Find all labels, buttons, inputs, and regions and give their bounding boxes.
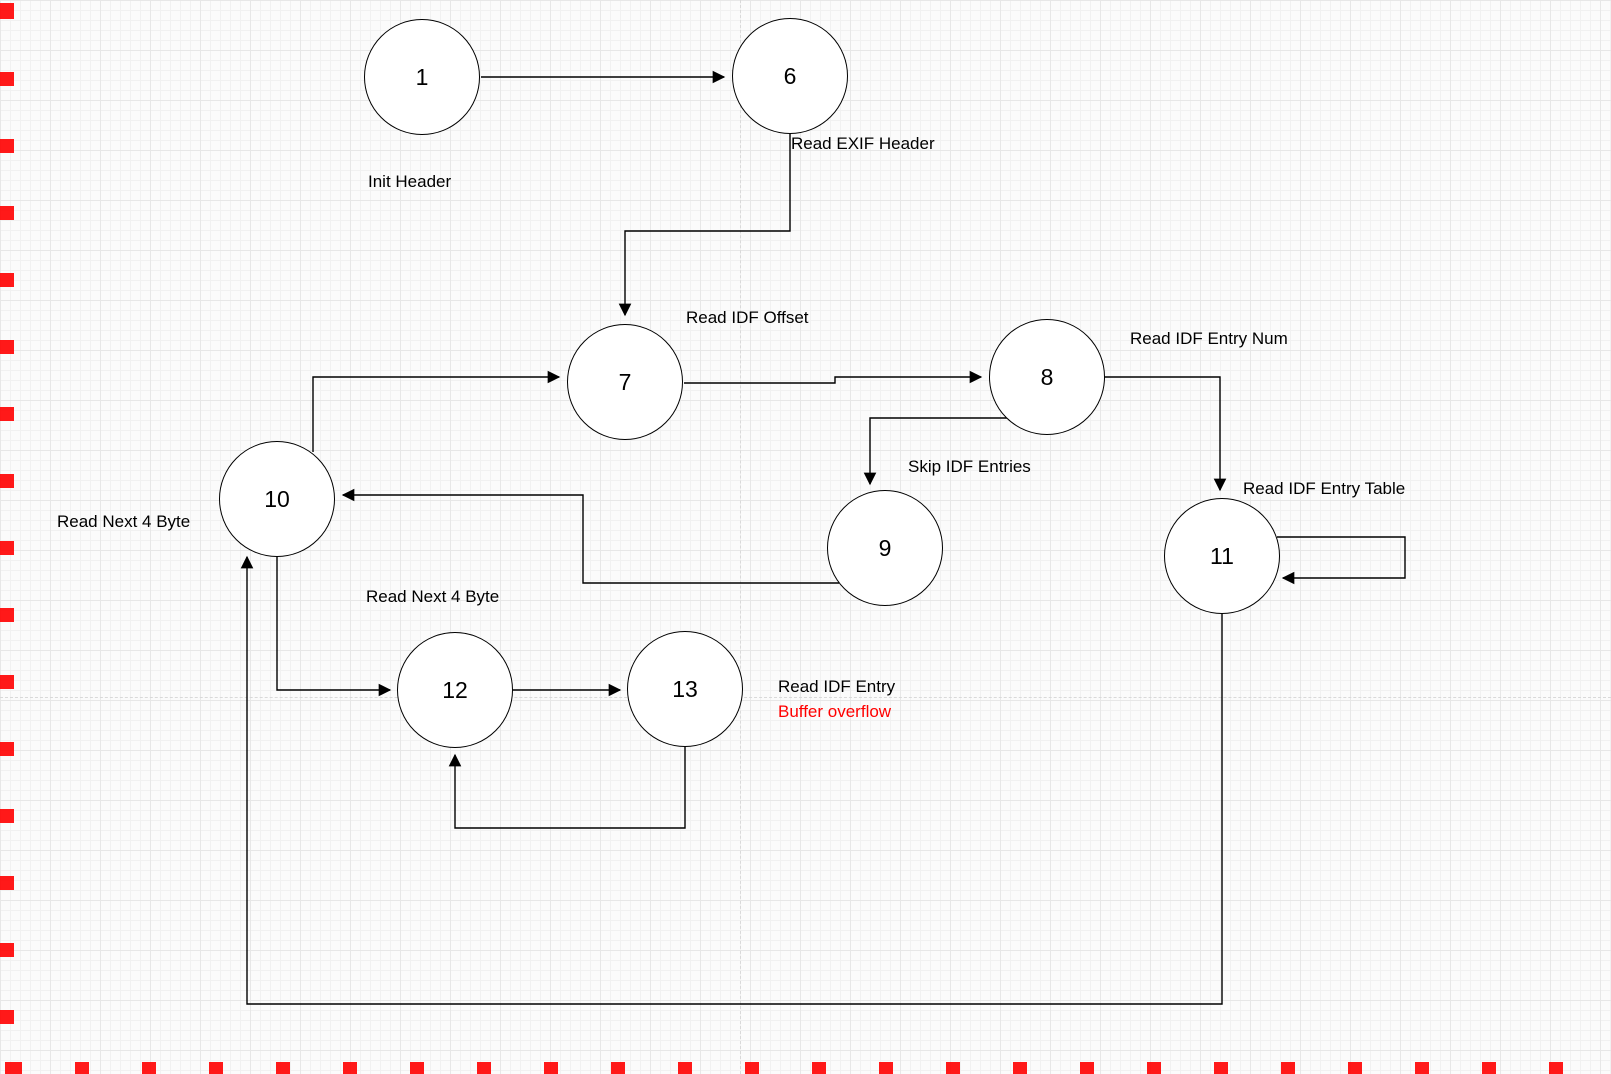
edge-13-to-12[interactable]	[448, 747, 686, 829]
canvas-edge-marks-bottom	[0, 1062, 1611, 1074]
edge-11-to-10[interactable]	[240, 555, 1223, 1005]
label-buffer-overflow[interactable]: Buffer overflow	[778, 702, 892, 721]
state-node-13-label: 13	[672, 675, 698, 702]
edge-9-to-10[interactable]	[341, 488, 839, 584]
label-read-exif-header[interactable]: Read EXIF Header	[791, 134, 935, 153]
edge-11-self-loop[interactable]	[1277, 536, 1406, 585]
state-node-7[interactable]: 7	[567, 324, 683, 440]
edge-8-to-9[interactable]	[863, 417, 1007, 486]
page-break-line-horizontal	[0, 697, 1611, 698]
edge-7-to-8[interactable]	[684, 370, 983, 384]
edge-10-to-12[interactable]	[276, 557, 392, 697]
label-skip-idf-entries[interactable]: Skip IDF Entries	[908, 457, 1031, 476]
state-node-12[interactable]: 12	[397, 632, 513, 748]
state-node-8[interactable]: 8	[989, 319, 1105, 435]
state-node-6[interactable]: 6	[732, 18, 848, 134]
edge-8-to-11[interactable]	[1105, 376, 1227, 492]
label-read-next-4-byte-seq[interactable]: Read Next 4 Byte	[366, 587, 500, 606]
state-node-7-label: 7	[618, 368, 632, 395]
state-node-1-label: 1	[415, 63, 429, 90]
canvas-edge-marks-left	[0, 0, 14, 1074]
edge-6-to-7[interactable]	[618, 134, 791, 317]
label-read-idf-offset[interactable]: Read IDF Offset	[686, 308, 809, 327]
state-node-11-label: 11	[1210, 542, 1234, 569]
page-break-line-vertical	[740, 0, 741, 1074]
state-node-6-label: 6	[783, 62, 797, 89]
state-node-1[interactable]: 1	[364, 19, 480, 135]
state-node-13[interactable]: 13	[627, 631, 743, 747]
state-node-10[interactable]: 10	[219, 441, 335, 557]
state-node-12-label: 12	[442, 676, 468, 703]
state-node-10-label: 10	[264, 485, 290, 512]
label-read-idf-entry-table[interactable]: Read IDF Entry Table	[1243, 479, 1406, 498]
label-read-idf-entry[interactable]: Read IDF Entry	[778, 677, 896, 696]
state-node-9[interactable]: 9	[827, 490, 943, 606]
state-node-11[interactable]: 11	[1164, 498, 1280, 614]
label-init-header[interactable]: Init Header	[368, 172, 452, 191]
label-read-idf-entry-num[interactable]: Read IDF Entry Num	[1130, 329, 1288, 348]
state-node-8-label: 8	[1040, 363, 1054, 390]
state-node-9-label: 9	[878, 534, 892, 561]
label-read-next-4-byte-loop[interactable]: Read Next 4 Byte	[57, 512, 191, 531]
edge-10-to-7[interactable]	[312, 370, 561, 452]
